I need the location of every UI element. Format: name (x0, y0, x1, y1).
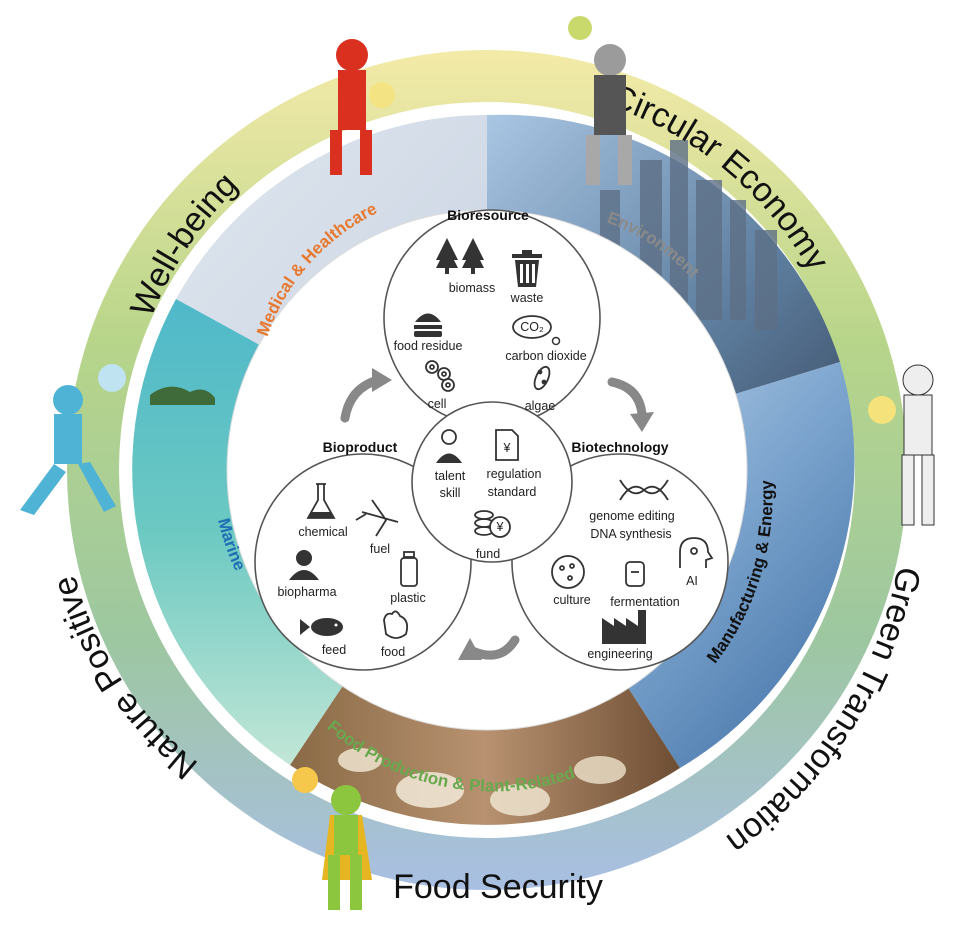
bioproduct-item-food: food (381, 645, 405, 659)
center-item-standard: standard (488, 485, 537, 499)
center-item-regulation: regulation (487, 467, 542, 481)
trees-icon (436, 238, 484, 274)
biotechnology-item-culture: culture (553, 593, 591, 607)
bioproduct-title: Bioproduct (323, 439, 398, 455)
biotechnology-item-dna-synthesis: DNA synthesis (590, 527, 671, 541)
petri-dish-icon (551, 555, 585, 589)
flask-icon (306, 483, 336, 519)
ai-head-icon (679, 537, 714, 568)
trash-icon (512, 250, 542, 287)
biotechnology-item-genome-editing: genome editing (589, 509, 675, 523)
bioresource-item-algae: algae (525, 399, 556, 413)
core-circle (411, 401, 573, 563)
bioresource-title: Bioresource (447, 207, 529, 223)
bioproduct-item-biopharma: biopharma (277, 585, 336, 599)
ring-label-food-security: Food Security (393, 868, 603, 906)
hero-white-icon (868, 364, 935, 526)
center-item-talent: talent (435, 469, 466, 483)
biotechnology-item-ai: AI (686, 574, 698, 588)
biotechnology-item-engineering: engineering (587, 647, 652, 661)
cycle-arrow-right-icon (607, 377, 647, 420)
bioresource-circle (383, 209, 601, 427)
coin-glyph: ¥ (496, 520, 504, 534)
talent-person-icon (436, 429, 462, 463)
burger-icon (414, 313, 442, 337)
cells-icon (425, 360, 455, 392)
bioproduct-item-fuel: fuel (370, 542, 390, 556)
dna-icon (619, 479, 669, 501)
bioresource-item-cell: cell (428, 397, 447, 411)
co2-glyph: CO₂ (520, 320, 544, 334)
biotechnology-title: Biotechnology (571, 439, 668, 455)
airplane-icon (355, 499, 399, 537)
hero-green-icon (292, 767, 372, 910)
center-item-fund: fund (476, 547, 500, 561)
biotechnology-item-fermentation: fermentation (610, 595, 680, 609)
bioresource-item-carbon-dioxide: carbon dioxide (505, 349, 586, 363)
bottle-icon (400, 551, 418, 587)
fermenter-icon (625, 561, 645, 587)
document-glyph: ¥ (503, 441, 511, 455)
bioresource-item-waste: waste (510, 291, 544, 305)
chicken-icon (383, 610, 409, 639)
bioresource-item-food-residue: food residue (394, 339, 463, 353)
hero-blue-icon (20, 364, 126, 515)
coins-icon: ¥ (474, 510, 511, 538)
biopharma-person-icon (289, 550, 319, 580)
co2-cloud-icon: CO₂ (512, 315, 561, 346)
center-item-skill: skill (440, 486, 461, 500)
bioproduct-item-chemical: chemical (298, 525, 347, 539)
bioproduct-item-feed: feed (322, 643, 346, 657)
hero-grey-icon (568, 16, 632, 185)
document-icon: ¥ (495, 429, 519, 461)
factory-icon (602, 610, 646, 644)
bioproduct-item-plastic: plastic (390, 591, 425, 605)
algae-icon (533, 365, 551, 391)
hero-red-icon (330, 39, 395, 175)
fish-icon (300, 618, 343, 636)
bioresource-item-biomass: biomass (449, 281, 496, 295)
